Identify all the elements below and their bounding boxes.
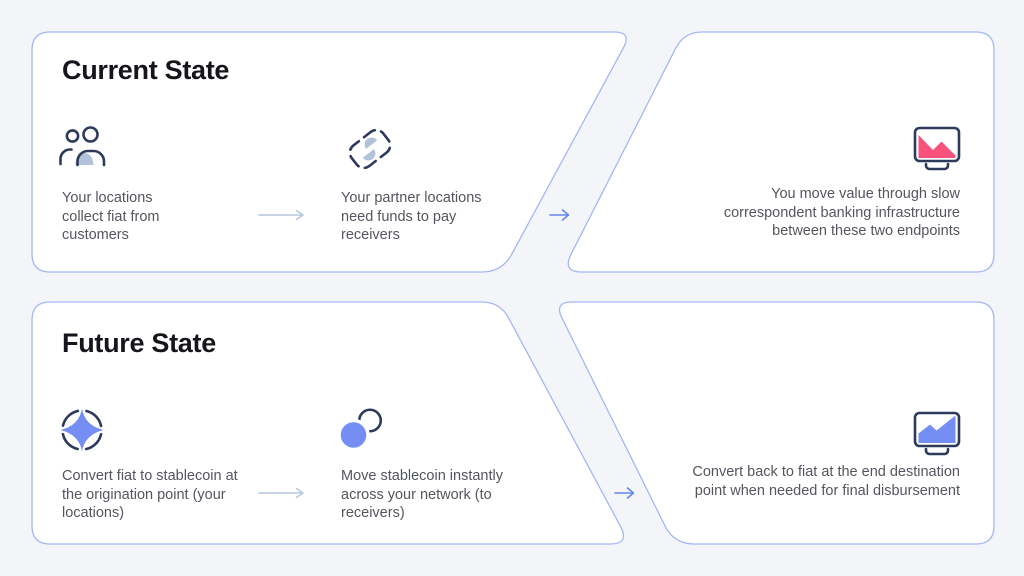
users-icon	[57, 124, 109, 177]
chart-up-monitor-icon	[913, 411, 963, 462]
flow-arrow-icon	[614, 487, 635, 499]
current-step-2-text: Your partner locations need funds to pay…	[341, 190, 482, 243]
current-state-panel-shape	[31, 31, 627, 273]
current-result-panel-shape	[567, 31, 995, 273]
future-step-2-text: Move stablecoin instantly across your ne…	[341, 468, 503, 521]
current-result-text: You move value through slow corresponden…	[723, 186, 960, 239]
future-state-title: Future State	[62, 328, 216, 358]
future-result-panel-shape	[558, 301, 995, 545]
stablecoin-star-icon	[56, 404, 108, 461]
step-arrow-icon	[258, 209, 304, 221]
current-state-title: Current State	[62, 55, 230, 85]
future-result-text: Convert back to fiat at the end destinat…	[692, 464, 960, 499]
flow-arrow-icon	[549, 209, 570, 221]
current-step-1-text: Your locations collect fiat from custome…	[62, 190, 160, 243]
future-state-panel-shape	[31, 301, 625, 545]
future-step-1-text: Convert fiat to stablecoin at the origin…	[62, 468, 238, 521]
step-arrow-icon	[258, 487, 304, 499]
chart-down-monitor-icon	[913, 126, 963, 177]
coins-icon	[336, 407, 386, 458]
cash-icon	[343, 122, 397, 181]
